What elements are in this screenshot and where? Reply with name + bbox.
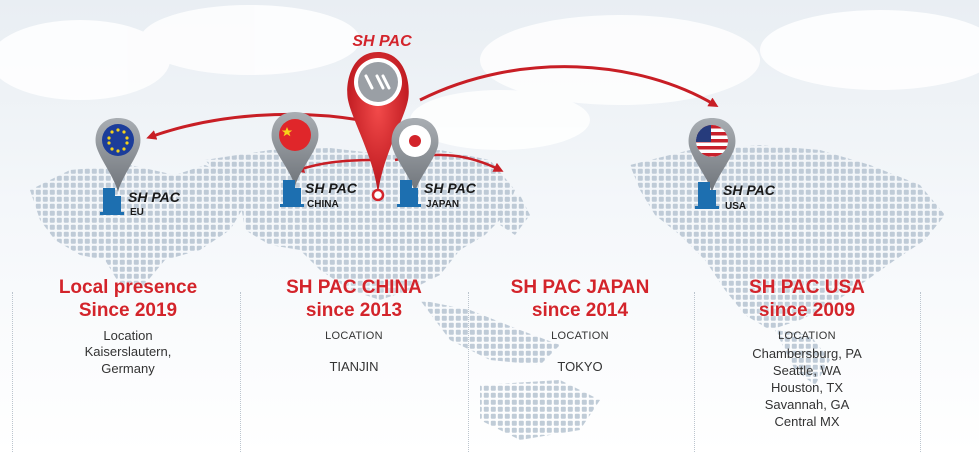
china-pin: [271, 112, 319, 186]
svg-text:SH PAC: SH PAC: [424, 180, 477, 196]
column-eu: Local presence Since 2019 Location Kaise…: [13, 276, 243, 377]
badge-usa: SH PAC USA: [695, 182, 776, 212]
svg-text:JAPAN: JAPAN: [426, 199, 459, 210]
building-icon: [397, 180, 421, 207]
svg-text:CHINA: CHINA: [307, 199, 339, 210]
badge-china: SH PAC CHINA: [280, 180, 358, 210]
eu-flag-icon: [102, 124, 134, 156]
sh-pac-logo-icon: [358, 62, 398, 102]
svg-text:USA: USA: [725, 201, 746, 212]
building-icon: [695, 182, 719, 209]
usa-flag-icon: [696, 125, 728, 157]
svg-text:SH PAC: SH PAC: [723, 182, 776, 198]
column-japan: SH PAC JAPAN since 2014 LOCATION TOKYO: [465, 276, 695, 375]
building-icon: [280, 180, 304, 207]
svg-text:SH PAC: SH PAC: [305, 180, 358, 196]
cloud-decoration: [0, 5, 979, 150]
svg-text:SH PAC: SH PAC: [128, 189, 181, 205]
column-eu-label: Location: [103, 328, 153, 343]
column-usa-label: LOCATION: [778, 330, 836, 342]
japan-pin: [391, 118, 439, 192]
column-divider: [240, 292, 241, 452]
hq-pin: SH PAC: [347, 33, 412, 202]
eu-pin: [95, 118, 141, 192]
column-china-locations: TIANJIN: [329, 359, 379, 374]
badge-eu: SH PAC EU: [100, 188, 181, 218]
column-japan-label: LOCATION: [551, 330, 609, 342]
column-china-label: LOCATION: [325, 330, 383, 342]
china-flag-icon: [279, 119, 311, 151]
column-china: SH PAC CHINA since 2013 LOCATION TIANJIN: [239, 276, 469, 375]
column-divider: [920, 292, 921, 452]
building-icon: [100, 188, 124, 215]
badge-japan: SH PAC JAPAN: [397, 180, 477, 210]
column-eu-title: Local presence Since 2019: [58, 277, 198, 321]
column-divider: [468, 292, 469, 452]
column-japan-locations: TOKYO: [557, 359, 603, 374]
usa-pin: [688, 118, 736, 192]
column-usa: SH PAC USA since 2009 LOCATION Chambersb…: [692, 276, 922, 430]
column-divider: [12, 292, 13, 452]
column-china-title: SH PAC CHINA since 2013: [286, 277, 422, 321]
column-usa-title: SH PAC USA since 2009: [749, 277, 865, 321]
svg-text:EU: EU: [130, 207, 144, 218]
column-usa-locations: Chambersburg, PA Seattle, WA Houston, TX…: [752, 346, 862, 429]
column-divider: [694, 292, 695, 452]
column-japan-title: SH PAC JAPAN since 2014: [510, 277, 650, 321]
column-eu-locations: Kaiserslautern, Germany: [84, 344, 172, 376]
hq-pin-label: SH PAC: [352, 33, 412, 50]
